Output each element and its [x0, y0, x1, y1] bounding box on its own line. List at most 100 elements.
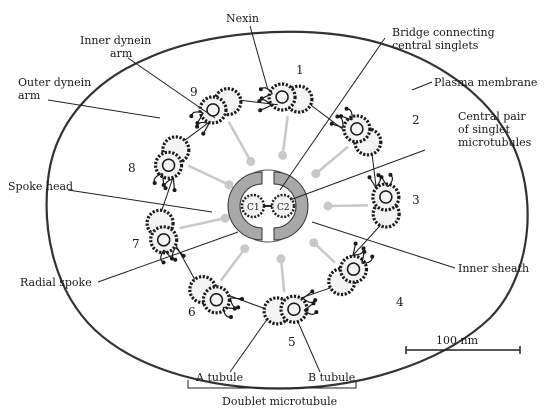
outer-dynein-arm-branch-tip [330, 122, 334, 126]
label-plasma-membrane: Plasma membrane [434, 76, 537, 89]
outer-dynein-arm-tip [335, 114, 339, 118]
outer-dynein-arm-branch-tip [173, 188, 177, 192]
inner-dynein-arm-branch-tip [311, 301, 315, 305]
radial-spoke [328, 205, 368, 206]
label-inner-dynein-line1: Inner dynein [80, 34, 151, 47]
doublet-number-9: 9 [190, 85, 198, 99]
doublet-microtubule [190, 277, 244, 319]
bridge-leader [280, 38, 385, 190]
outer-dynein-arm-branch-tip [354, 242, 358, 246]
outer-dynein-leader [48, 100, 160, 118]
inner-dynein-arm-branch-tip [260, 96, 264, 100]
spoke-head [277, 254, 286, 263]
spoke-head [311, 169, 320, 178]
label-doublet-microtubule: Doublet microtubule [222, 395, 337, 408]
a-tubule [373, 184, 399, 210]
outer-dynein-arm-branch-tip [310, 289, 314, 293]
label-nexin: Nexin [226, 12, 259, 25]
inner-dynein-arm-branch-tip [233, 307, 237, 311]
radial-spoke [180, 218, 226, 228]
doublet-microtubule [367, 173, 399, 227]
doublet-number-5: 5 [288, 335, 296, 349]
inner-dynein-arm-tip [370, 255, 374, 259]
doublet-microtubule [330, 107, 381, 155]
inner-dynein-arm-tip [345, 107, 349, 111]
nexin-leader [250, 26, 268, 90]
outer-dynein-arm-branch-tip [367, 175, 371, 179]
inner-dynein-arm-tip [259, 87, 263, 91]
central-c1-label: C1 [247, 203, 260, 213]
radial-spoke [188, 166, 229, 185]
inner-dynein-arm-tip [153, 181, 157, 185]
label-b-tubule: B tubule [308, 371, 355, 384]
label-central-pair-line2: of singlet [458, 123, 511, 136]
doublet-number-3: 3 [412, 193, 420, 207]
outer-dynein-arm-branch-tip [258, 108, 262, 112]
outer-dynein-arm-branch-tip [182, 254, 186, 258]
inner-dynein-arm-branch-tip [379, 175, 383, 179]
spoke-head [240, 244, 249, 253]
doublet-number-6: 6 [188, 305, 196, 319]
label-inner-dynein-line2: arm [110, 47, 133, 60]
spoke-head [323, 202, 332, 211]
spoke-head [224, 180, 233, 189]
a-tubule-leader [230, 318, 268, 372]
radial-spoke [229, 122, 251, 162]
doublet-microtubule [329, 242, 374, 295]
radial-spoke [316, 147, 348, 174]
doublet-number-8: 8 [128, 161, 136, 175]
inner-dynein-arm-branch-tip [170, 256, 174, 260]
a-tubule [281, 296, 307, 322]
plasma-membrane-leader [412, 82, 432, 90]
inner-dynein-arm-branch-tip [195, 121, 199, 125]
radial-spoke [281, 259, 284, 292]
label-spoke-head: Spoke head [8, 180, 73, 193]
a-tubule [344, 116, 370, 142]
spoke-head-leader [68, 190, 212, 212]
inner-dynein-arm-tip [229, 315, 233, 319]
inner-dynein-arm-tip [388, 173, 392, 177]
doublet-number-2: 2 [412, 113, 420, 127]
inner-dynein-arm-branch-tip [362, 250, 366, 254]
radial-spoke [283, 116, 288, 156]
a-tubule [269, 84, 295, 110]
spoke-head [309, 238, 318, 247]
doublet-microtubule [257, 84, 312, 112]
b-tubule-leader [298, 322, 320, 372]
inner-dynein-arm-tip [314, 310, 318, 314]
outer-dynein-arm-branch-tip [240, 297, 244, 301]
outer-dynein-arm-tip [195, 125, 199, 129]
spoke-head [246, 157, 255, 166]
label-outer-dynein-line1: Outer dynein [18, 76, 91, 89]
label-scale: 100 nm [436, 334, 479, 347]
a-tubule [203, 287, 229, 313]
inner-dynein-arm-tip [162, 260, 166, 264]
inner-dynein-arm-tip [189, 114, 193, 118]
spoke-head [278, 151, 287, 160]
outer-dynein-arm-tip [236, 305, 240, 309]
radial-spoke [221, 249, 245, 281]
label-inner-sheath: Inner sheath [458, 262, 529, 275]
label-radial-spoke: Radial spoke [20, 276, 92, 289]
label-central-pair-line3: microtubules [458, 136, 532, 149]
spoke-head [221, 214, 230, 223]
label-outer-dynein-line2: arm [18, 89, 41, 102]
label-bridge-line2: central singlets [392, 39, 479, 52]
label-a-tubule: A tubule [195, 371, 243, 384]
outer-dynein-arm-branch-tip [201, 132, 205, 136]
label-central-pair-line1: Central pair [458, 110, 526, 123]
a-tubule [151, 227, 177, 253]
inner-dynein-arm-branch-tip [162, 183, 166, 187]
central-pair-leader [290, 150, 425, 200]
inner-dynein-leader [128, 58, 215, 118]
outer-dynein-arm-tip [362, 246, 366, 250]
doublet-number-4: 4 [396, 295, 404, 309]
central-c2-label: C2 [277, 203, 290, 213]
inner-dynein-arm-branch-tip [339, 114, 343, 118]
doublet-number-7: 7 [132, 237, 140, 251]
central-apparatus: C1 C2 [228, 170, 308, 242]
doublet-microtubule [147, 210, 186, 264]
label-bridge-line1: Bridge connecting [392, 26, 495, 39]
doublet-number-1: 1 [296, 63, 304, 77]
